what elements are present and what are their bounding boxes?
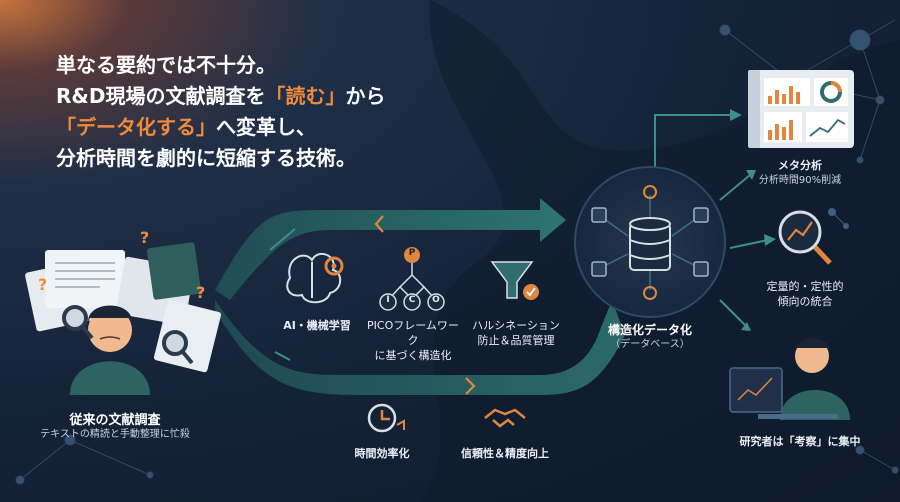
question-mark-icons: ??? xyxy=(38,228,205,302)
database-icon xyxy=(629,217,671,271)
person-worried xyxy=(70,305,150,395)
pico-label-line-2: に基づく構造化 xyxy=(374,349,452,362)
pico-p-node xyxy=(404,247,420,263)
researcher-label: 研究者は「考察」に集中 xyxy=(739,435,861,448)
arrow-down-icon xyxy=(274,351,291,361)
trend-magnifier-icon xyxy=(778,208,849,265)
flow-arrow-top xyxy=(215,198,566,300)
handshake-icon xyxy=(484,408,526,428)
svg-text:?: ? xyxy=(38,275,47,294)
reliability-label: 信頼性＆精度向上 xyxy=(461,447,549,460)
output-arrowheads xyxy=(730,109,776,331)
structured-data-subtitle: （データベース） xyxy=(610,339,690,350)
magnifier-icon xyxy=(62,305,94,340)
traditional-research-title: 従来の文献調査 xyxy=(69,413,161,428)
trend-label: 定量的・定性的 傾向の統合 xyxy=(745,279,865,309)
structured-data-title: 構造化データ化 xyxy=(607,323,692,337)
svg-text:?: ? xyxy=(140,228,149,247)
svg-text:?: ? xyxy=(196,283,205,302)
documents-illustration xyxy=(25,242,222,373)
meta-analysis-subtitle: 分析時間90%削減 xyxy=(758,175,842,186)
time-efficiency-label: 時間効率化 xyxy=(354,447,410,460)
ai-label: AI・機械学習 xyxy=(283,319,351,332)
headline-line-2-a: R&D現場の文献調査を xyxy=(56,84,266,108)
pico-i-letter: I xyxy=(386,295,390,305)
pico-label-line-1: PICOフレームワーク xyxy=(367,319,459,347)
pico-i-node xyxy=(379,293,397,311)
chevron-left-icon xyxy=(374,215,384,233)
chevron-right-icon xyxy=(465,377,476,395)
hallucination-label-line-1: ハルシネーション xyxy=(472,319,560,332)
headline-line-3: 「データ化する」へ変革し、 xyxy=(56,112,385,143)
researcher-illustration xyxy=(729,338,850,420)
pico-label: PICOフレームワーク に基づく構造化 xyxy=(362,318,464,363)
pico-o-node xyxy=(427,293,445,311)
ai-brain-icon xyxy=(286,252,342,304)
pico-o-letter: O xyxy=(432,295,440,305)
magnifier-icon xyxy=(162,330,194,365)
headline-line-4: 分析時間を劇的に短縮する技術。 xyxy=(56,146,356,170)
meta-analysis-title: メタ分析 xyxy=(778,159,822,172)
dashboard-icon xyxy=(748,70,854,148)
headline-line-2-c: から xyxy=(345,84,386,108)
headline-line-1: 単なる要約では不十分。 xyxy=(56,53,276,77)
hallucination-label-line-2: 防止＆品質管理 xyxy=(477,334,555,347)
funnel-icon xyxy=(490,261,539,300)
headline-highlight-read: 「読む」 xyxy=(265,84,346,108)
pico-p-letter: P xyxy=(408,248,416,258)
hallucination-label: ハルシネーション 防止＆品質管理 xyxy=(466,318,566,348)
clock-icon xyxy=(367,403,405,433)
arrow-up-icon xyxy=(269,228,296,251)
headline-line-2: R&D現場の文献調査を「読む」から xyxy=(56,81,385,112)
headline-highlight-data: 「データ化する」 xyxy=(56,115,216,139)
output-connectors xyxy=(654,114,769,326)
headline-line-3-b: へ変革し、 xyxy=(216,115,316,139)
trend-label-line-1: 定量的・定性的 xyxy=(766,280,844,293)
database-nodes xyxy=(591,185,709,300)
gear-icon xyxy=(324,256,344,276)
headline: 単なる要約では不十分。 R&D現場の文献調査を「読む」から 「データ化する」へ変… xyxy=(56,50,385,174)
pico-c-node xyxy=(403,293,421,311)
pico-c-letter: C xyxy=(408,295,416,305)
traditional-research-subtitle: テキストの精読と手動整理に忙殺 xyxy=(40,429,190,440)
trend-label-line-2: 傾向の統合 xyxy=(777,295,833,308)
flow-arrow-bottom xyxy=(215,300,625,395)
